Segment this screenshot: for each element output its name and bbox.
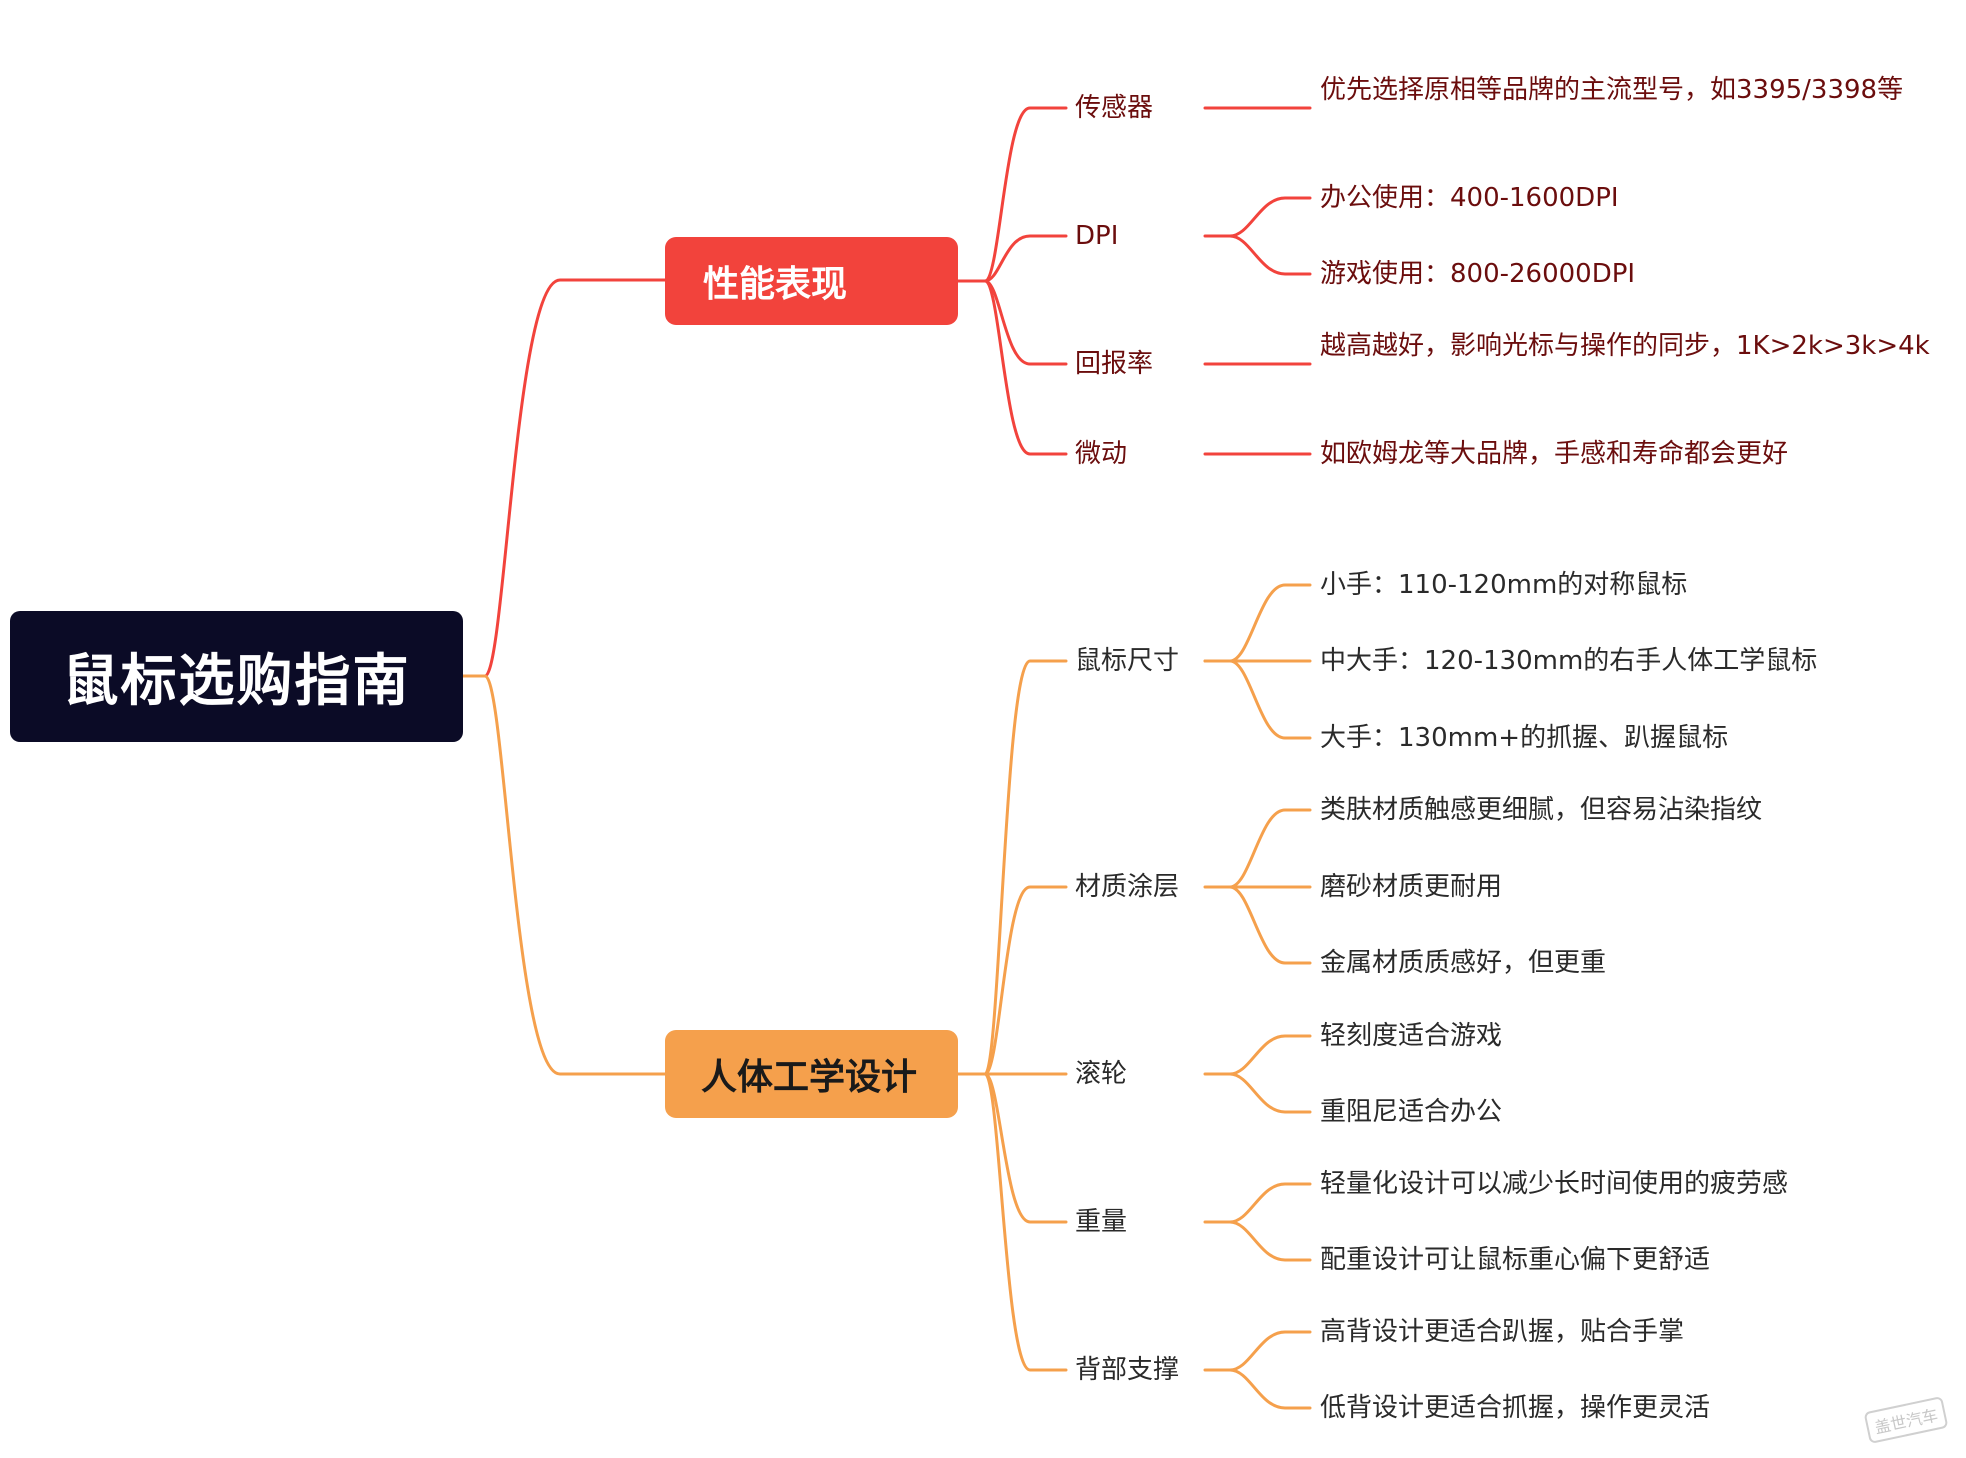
topic-dpi[interactable]: DPI [1075,221,1119,251]
topic-wheel[interactable]: 滚轮 [1075,1059,1128,1089]
branch-ergonomics[interactable]: 人体工学设计 [665,1030,958,1118]
leaf-back-2[interactable]: 低背设计更适合抓握，操作更灵活 [1320,1393,1711,1423]
topic-material[interactable]: 材质涂层 [1075,872,1180,902]
leaf-material-1[interactable]: 类肤材质触感更细腻，但容易沾染指纹 [1320,795,1763,825]
leaf-material-3[interactable]: 金属材质质感好，但更重 [1320,948,1607,978]
topic-micro-switch[interactable]: 微动 [1075,439,1128,469]
leaf-sensor-1[interactable]: 优先选择原相等品牌的主流型号，如3395/3398等 [1320,75,1904,105]
leaf-dpi-1[interactable]: 办公使用：400-1600DPI [1320,183,1619,213]
leaf-switch-1[interactable]: 如欧姆龙等大品牌，手感和寿命都会更好 [1320,439,1789,469]
branch-label: 人体工学设计 [701,1057,918,1098]
leaf-weight-2[interactable]: 配重设计可让鼠标重心偏下更舒适 [1320,1245,1711,1275]
topic-back-support[interactable]: 背部支撑 [1075,1355,1180,1385]
topic-size[interactable]: 鼠标尺寸 [1075,646,1180,676]
branch-performance[interactable]: 性能表现 [665,237,958,325]
leaf-wheel-2[interactable]: 重阻尼适合办公 [1320,1097,1503,1127]
topic-weight[interactable]: 重量 [1075,1207,1128,1237]
topic-sensor[interactable]: 传感器 [1075,93,1154,123]
leaf-dpi-2[interactable]: 游戏使用：800-26000DPI [1320,259,1636,289]
root-label: 鼠标选购指南 [62,649,411,714]
root-node[interactable]: 鼠标选购指南 [10,611,463,742]
leaf-wheel-1[interactable]: 轻刻度适合游戏 [1320,1021,1503,1051]
leaf-back-1[interactable]: 高背设计更适合趴握，贴合手掌 [1320,1317,1685,1347]
leaf-polling-1[interactable]: 越高越好，影响光标与操作的同步，1K>2k>3k>4k [1320,331,1930,361]
leaf-size-1[interactable]: 小手：110-120mm的对称鼠标 [1320,570,1688,600]
branch-label: 性能表现 [703,264,848,305]
leaf-size-2[interactable]: 中大手：120-130mm的右手人体工学鼠标 [1320,646,1818,676]
leaf-size-3[interactable]: 大手：130mm+的抓握、趴握鼠标 [1320,723,1729,753]
leaf-material-2[interactable]: 磨砂材质更耐用 [1320,872,1503,902]
leaf-weight-1[interactable]: 轻量化设计可以减少长时间使用的疲劳感 [1320,1169,1789,1199]
topic-polling-rate[interactable]: 回报率 [1075,349,1154,379]
